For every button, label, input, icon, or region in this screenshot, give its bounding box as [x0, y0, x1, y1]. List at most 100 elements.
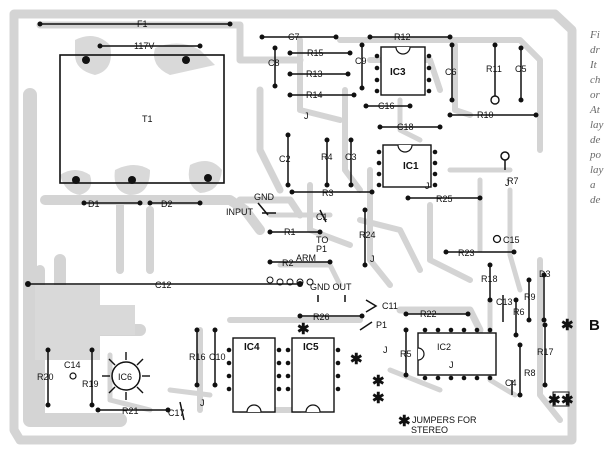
c1-label: C1 — [316, 212, 328, 222]
r1-label: R1 — [284, 227, 296, 237]
ic4-label: IC4 — [244, 342, 260, 353]
resistor-r2: R2 — [267, 258, 333, 268]
resistor-r25: R25 — [405, 194, 483, 204]
capacitor-c18: C18 — [377, 122, 443, 132]
svg-text:J: J — [425, 181, 430, 191]
ic-ic2: IC2 — [417, 327, 497, 381]
svg-text:J: J — [200, 398, 205, 408]
r23-label: R23 — [458, 248, 475, 258]
c9-label: C9 — [355, 56, 367, 66]
resistor-r11: R11 — [486, 42, 502, 105]
r3-label: R3 — [322, 188, 334, 198]
resistor-r6: R6 — [513, 297, 525, 338]
r4-label: R4 — [321, 152, 333, 162]
ic-ic3: IC3 — [374, 46, 432, 96]
svg-text:po: po — [589, 149, 602, 161]
r11-label: R11 — [486, 64, 502, 74]
r24-label: R24 — [359, 230, 376, 240]
resistor-r20: R20 — [37, 347, 54, 408]
resistor-r26: R26 — [297, 312, 365, 322]
r2-label: R2 — [282, 258, 294, 268]
resistor-r4: R4 — [321, 137, 333, 188]
jumpers-label-line1: JUMPERS FOR — [412, 415, 477, 425]
stereo-jumpers-note: JUMPERS FOR STEREO — [411, 415, 477, 435]
svg-text:✱: ✱ — [561, 392, 574, 409]
svg-text:✱: ✱ — [561, 317, 574, 334]
ic-ic4: IC4 — [226, 337, 282, 413]
c8-label: C8 — [268, 58, 280, 68]
input-label: INPUT — [226, 207, 254, 217]
capacitor-c8: C8 — [268, 45, 280, 89]
c15-label: C15 — [503, 235, 520, 245]
svg-text:Fi: Fi — [589, 29, 600, 41]
capacitor-c14: C14 — [64, 360, 81, 380]
svg-text:ch: ch — [590, 74, 601, 86]
c2-label: C2 — [279, 154, 291, 164]
resistor-r8: R8 — [517, 342, 536, 398]
capacitor-c15: C15 — [492, 234, 520, 245]
resistor-r1: R1 — [267, 227, 323, 237]
resistor-r19: R19 — [82, 347, 99, 408]
svg-text:P1: P1 — [316, 244, 327, 254]
f1-label: F1 — [137, 19, 148, 29]
r7-label: R7 — [507, 176, 519, 186]
resistor-r18: R18 — [481, 262, 498, 303]
r26-label: R26 — [313, 312, 330, 322]
fuse-f1: F1 — [37, 19, 233, 29]
c14-label: C14 — [64, 360, 81, 370]
r9-label: R9 — [524, 292, 536, 302]
diode-d3: D3 — [539, 269, 551, 323]
capacitor-c3: C3 — [345, 137, 357, 188]
ic-ic5: IC5 — [285, 337, 341, 413]
r17-label: R17 — [537, 347, 554, 357]
capacitor-c17: C17 — [168, 401, 185, 421]
resistor-r24: R24 — [359, 207, 376, 268]
resistor-r15: R15 — [287, 48, 353, 58]
resistor-r5: R5 — [400, 327, 412, 378]
c4-label: C4 — [505, 378, 517, 388]
transformer-t1: T1 — [59, 54, 225, 184]
capacitor-c4: C4 — [505, 378, 517, 395]
c10-label: C10 — [209, 352, 226, 362]
ic5-label: IC5 — [303, 342, 319, 353]
r22-label: R22 — [420, 309, 437, 319]
c16-label: C16 — [378, 101, 395, 111]
r21-label: R21 — [122, 406, 139, 416]
t1-label: T1 — [142, 114, 153, 124]
svg-text:J: J — [370, 254, 375, 264]
ic-ic1: IC1 — [376, 144, 438, 188]
r13-label: R13 — [306, 69, 323, 79]
v117-label: 117V — [134, 41, 154, 51]
diode-d1: D1 — [81, 199, 143, 209]
ic6-label: IC6 — [118, 372, 132, 382]
r5-label: R5 — [400, 349, 412, 359]
svg-text:✱: ✱ — [372, 390, 385, 407]
jumper-markers: ✱ ✱ ✱ ✱ ✱ ✱ ✱ ✱ — [297, 317, 574, 430]
gnd-out-label: GND OUT — [310, 282, 352, 292]
resistor-r14: R14 — [287, 90, 357, 100]
gnd-label: GND — [254, 192, 275, 202]
r16-label: R16 — [189, 352, 206, 362]
j-jumper-labels: J J J J J J J — [200, 111, 510, 408]
d2-label: D2 — [161, 199, 173, 209]
capacitor-c16: C16 — [363, 101, 413, 111]
svg-text:It: It — [589, 59, 598, 71]
svg-text:dr: dr — [590, 44, 601, 56]
caption-column: Fi dr It ch or At lay de po lay a de — [589, 29, 604, 206]
c5-label: C5 — [515, 64, 527, 74]
p1-label: P1 — [376, 320, 387, 330]
r15-label: R15 — [307, 48, 324, 58]
capacitor-c9: C9 — [355, 42, 367, 91]
svg-text:J: J — [505, 178, 510, 188]
r19-label: R19 — [82, 379, 99, 389]
resistor-r10: R10 — [447, 110, 539, 120]
r14-label: R14 — [306, 90, 323, 100]
capacitor-c2: C2 — [279, 132, 291, 188]
svg-text:J: J — [383, 345, 388, 355]
svg-text:a: a — [590, 179, 596, 191]
resistor-r21: R21 — [95, 406, 171, 416]
resistor-r23: R23 — [443, 248, 517, 258]
resistor-r9: R9 — [524, 277, 536, 323]
ic-ic6: IC6 — [102, 352, 150, 400]
